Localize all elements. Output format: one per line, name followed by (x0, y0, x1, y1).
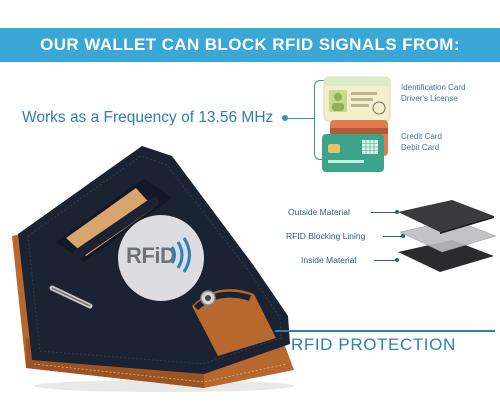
layer-leader-outside (371, 212, 397, 213)
rfid-waves-icon (170, 237, 191, 273)
layer-dot-lining (401, 234, 405, 238)
frequency-text: Works as a Frequency of 13.56 MHz (22, 109, 274, 126)
layer-dot-outside (395, 210, 399, 214)
id-card-label: Identification Card Driver's License (401, 83, 466, 103)
bank-card-label: Credit Card Debit Card (401, 132, 442, 152)
headline-text: OUR WALLET CAN BLOCK RFID SIGNALS FROM: (40, 35, 460, 54)
protection-divider (275, 330, 495, 332)
id-card-illustration (323, 76, 391, 122)
layer-label-outside: Outside Material (288, 207, 350, 217)
material-layers-illustration (398, 200, 497, 272)
protection-text: RFID PROTECTION (291, 335, 456, 354)
bank-card-illustration (322, 120, 388, 172)
connector-dot (282, 115, 288, 121)
layer-label-lining: RFID Blocking Lining (286, 231, 366, 241)
rfid-badge-text: RFiD (126, 243, 176, 268)
layer-leader-lining (383, 236, 403, 237)
layer-dot-inside (395, 258, 399, 262)
headline-banner: OUR WALLET CAN BLOCK RFID SIGNALS FROM: (0, 28, 500, 62)
layer-leader-inside (374, 260, 397, 261)
connector-line (287, 118, 315, 119)
layer-label-inside: Inside Material (301, 255, 357, 265)
card-bracket (314, 80, 325, 160)
